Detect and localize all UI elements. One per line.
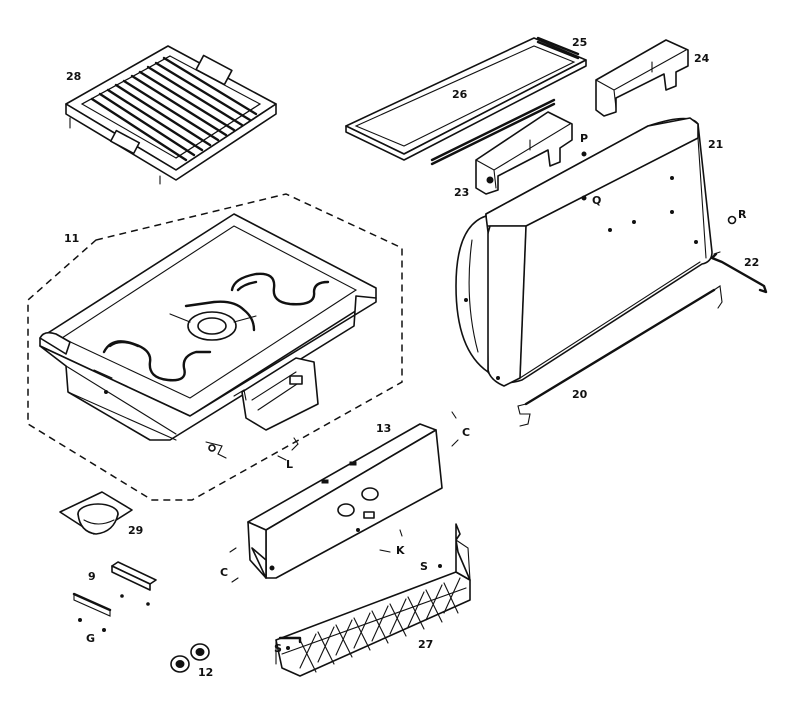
heating-element-assembly <box>27 193 403 501</box>
label-basket-screw-bottom: S <box>274 642 282 655</box>
callout-labels: 28 25 26 24 P 23 21 Q R 22 20 11 13 C C … <box>64 36 759 679</box>
label-basket-screw: S <box>420 560 428 573</box>
label-left-handle: 23 <box>454 186 469 199</box>
left-handle <box>475 111 573 195</box>
label-drip-tray-bar: 25 <box>572 36 587 49</box>
bracket <box>72 561 157 617</box>
hinge-rod <box>710 251 768 294</box>
panel-clips <box>229 411 459 583</box>
drip-tray <box>345 37 587 161</box>
label-knobs: 12 <box>198 666 213 679</box>
label-panel-clip-left: C <box>220 566 228 579</box>
right-handle <box>595 39 689 117</box>
control-knobs <box>170 643 210 673</box>
label-lower-rod: 20 <box>572 388 588 401</box>
nut <box>727 215 737 225</box>
label-rack: 28 <box>66 70 81 83</box>
label-lamp-clip: L <box>286 458 293 471</box>
label-hood-screw: Q <box>592 194 601 207</box>
label-hinge-rod: 22 <box>744 256 759 269</box>
label-hood: 21 <box>708 138 723 151</box>
label-panel-clip-right: C <box>462 426 470 439</box>
label-front-panel: 13 <box>376 422 391 435</box>
lamp-clip <box>277 437 299 461</box>
label-heating-element: 11 <box>64 232 79 245</box>
vent-cup <box>59 491 133 535</box>
front-panel <box>247 423 443 579</box>
handle-screw <box>581 151 587 157</box>
label-right-handle: 24 <box>694 52 710 65</box>
bracket-screws <box>78 618 106 632</box>
label-bracket-screw: G <box>86 632 95 645</box>
hood <box>455 117 713 387</box>
label-handle-screw: P <box>580 132 588 145</box>
cooking-rack <box>65 45 277 185</box>
label-basket: 27 <box>418 638 433 651</box>
drip-tray-bars <box>430 36 580 166</box>
lower-rod <box>517 285 723 427</box>
label-panel-screw: K <box>396 544 405 557</box>
label-bracket: 9 <box>88 570 96 583</box>
label-drip-tray: 26 <box>452 88 468 101</box>
wire-basket <box>275 523 471 677</box>
panel-screws <box>379 529 403 553</box>
label-vent-cup: 29 <box>128 524 143 537</box>
label-nut: R <box>738 208 747 221</box>
